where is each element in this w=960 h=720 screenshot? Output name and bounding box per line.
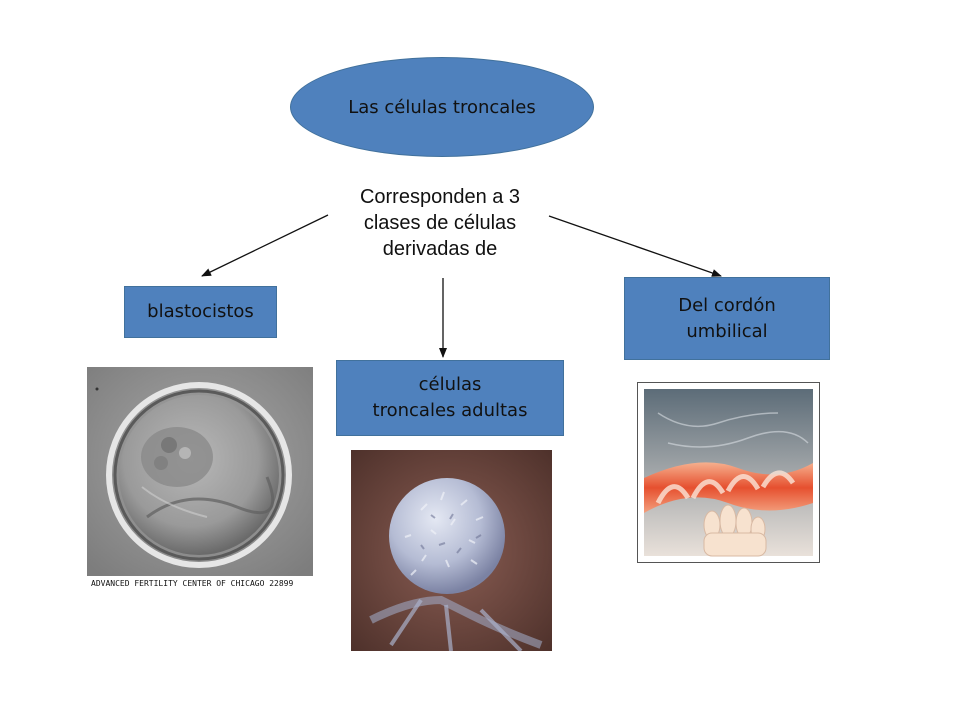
- stem-cell-micrograph: [351, 450, 552, 651]
- subtitle-text: Corresponden a 3 clases de células deriv…: [359, 186, 521, 260]
- title-ellipse: Las células troncales: [290, 57, 594, 157]
- adult-stem-cells-box: células troncales adultas: [336, 360, 564, 436]
- umbilical-cord-illustration: [644, 389, 813, 557]
- blastocistos-box: blastocistos: [124, 286, 277, 338]
- photo-caption: ADVANCED FERTILITY CENTER OF CHICAGO 228…: [87, 576, 313, 592]
- umbilical-cord-photo: [637, 382, 820, 563]
- arrow-to-blastocistos: [201, 214, 329, 277]
- blastocyst-illustration: [87, 367, 313, 576]
- arrow-to-umbilical-cord: [548, 215, 722, 277]
- blastocyst-photo: ADVANCED FERTILITY CENTER OF CHICAGO 228…: [87, 367, 313, 592]
- umbilical-cord-box: Del cordón umbilical: [624, 277, 830, 360]
- stem-cell-illustration: [351, 450, 552, 651]
- title-text: Las células troncales: [348, 96, 536, 118]
